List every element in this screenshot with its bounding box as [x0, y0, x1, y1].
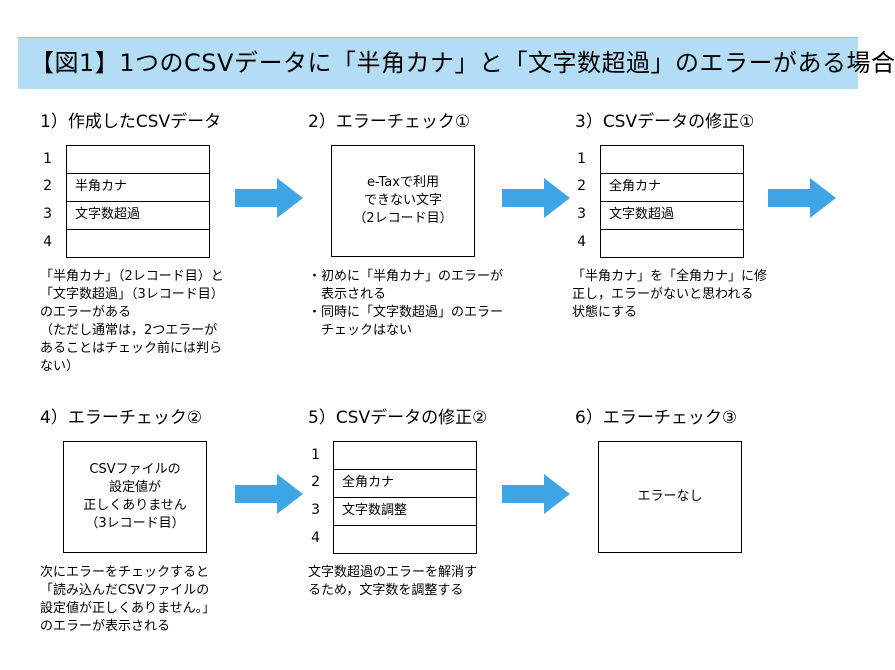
row-number: 1 [577, 151, 586, 167]
step2-error-box: e-Taxで利用 できない文字 （2レコード目） [331, 145, 475, 257]
table-row [601, 146, 743, 174]
row-number: 4 [43, 234, 52, 250]
step1-description: 「半角カナ」（2レコード目）と 「文字数超過」（3レコード目） のエラーがある … [40, 268, 224, 376]
row-number: 1 [311, 447, 320, 463]
table-row [334, 442, 476, 470]
row-number: 3 [311, 502, 320, 518]
table-row: 文字数超過 [601, 202, 743, 230]
cell-text: 半角カナ [75, 179, 128, 194]
step4-description: 次にエラーをチェックすると 「読み込んだCSVファイルの 設定値が正しくありませ… [40, 564, 215, 636]
row-number: 3 [577, 206, 586, 222]
right-arrow-icon [235, 474, 303, 514]
cell-text: 全角カナ [342, 475, 395, 490]
description-line: 正し，エラーがないと思われる [572, 287, 754, 302]
step1-csv-table: 半角カナ 文字数超過 [66, 145, 210, 258]
description-line: チェックはない [308, 323, 413, 338]
step2-title: 2）エラーチェック① [308, 112, 471, 132]
description-line: ない） [40, 359, 80, 374]
table-row: 全角カナ [601, 174, 743, 202]
row-number: 2 [43, 178, 52, 194]
table-row: 文字数超過 [67, 202, 209, 230]
cell-text: 文字数超過 [75, 207, 141, 222]
step3-csv-table: 全角カナ 文字数超過 [600, 145, 744, 258]
description-line: 状態にする [572, 305, 638, 320]
row-number: 1 [43, 151, 52, 167]
box-text: CSVファイルの [89, 462, 181, 477]
row-number: 4 [311, 530, 320, 546]
step6-result-box: エラーなし [598, 441, 742, 553]
right-arrow-icon [502, 474, 570, 514]
description-line: 「半角カナ」（2レコード目）と [40, 269, 224, 284]
row-number: 2 [311, 474, 320, 490]
table-row [601, 230, 743, 257]
table-row [67, 146, 209, 174]
right-arrow-icon [768, 178, 836, 218]
table-row: 全角カナ [334, 470, 476, 498]
box-text: （2レコード目） [353, 211, 453, 226]
table-row: 文字数調整 [334, 498, 476, 526]
figure-title: 【図1】1つのCSVデータに「半角カナ」と「文字数超過」のエラーがある場合 [30, 49, 895, 77]
box-text: e-Taxで利用 [367, 175, 439, 190]
description-line: 設定値が正しくありません。」 [40, 601, 216, 616]
description-line: 「半角カナ」を「全角カナ」に修 [572, 269, 768, 284]
step6-title: 6）エラーチェック③ [575, 408, 738, 428]
description-line: 文字数超過のエラーを解消す [308, 565, 478, 580]
description-line: 表示される [308, 287, 387, 302]
description-line: るため，文字数を調整する [308, 583, 464, 598]
description-line: のエラーがある [40, 305, 132, 320]
box-text: エラーなし [637, 489, 703, 504]
step3-title: 3）CSVデータの修正① [575, 112, 755, 132]
description-line: ・初めに「半角カナ」のエラーが [308, 269, 504, 284]
step4-title: 4）エラーチェック② [40, 408, 203, 428]
description-line: のエラーが表示される [40, 619, 171, 634]
table-row: 半角カナ [67, 174, 209, 202]
row-number: 3 [43, 206, 52, 222]
description-line: ・同時に「文字数超過」のエラー [308, 305, 504, 320]
box-text: 正しくありません [83, 498, 187, 513]
step4-error-box: CSVファイルの 設定値が 正しくありません （3レコード目） [63, 441, 207, 553]
table-row [334, 526, 476, 553]
step5-title: 5）CSVデータの修正② [308, 408, 488, 428]
description-line: 「文字数超過」（3レコード目） [40, 287, 224, 302]
step2-description: ・初めに「半角カナ」のエラーが 表示される ・同時に「文字数超過」のエラー チェ… [308, 268, 503, 340]
cell-text: 文字数超過 [609, 207, 675, 222]
step3-description: 「半角カナ」を「全角カナ」に修 正し，エラーがないと思われる 状態にする [572, 268, 767, 322]
step5-description: 文字数超過のエラーを解消す るため，文字数を調整する [308, 564, 477, 600]
right-arrow-icon [235, 178, 303, 218]
box-text: 設定値が [108, 480, 161, 495]
cell-text: 文字数調整 [342, 503, 408, 518]
step1-title: 1）作成したCSVデータ [40, 112, 222, 132]
table-row [67, 230, 209, 257]
right-arrow-icon [502, 178, 570, 218]
box-text: （3レコード目） [85, 516, 185, 531]
row-number: 2 [577, 178, 586, 194]
row-number: 4 [577, 234, 586, 250]
title-banner: 【図1】1つのCSVデータに「半角カナ」と「文字数超過」のエラーがある場合 [18, 37, 895, 89]
description-line: （ただし通常は，2つエラーが [40, 323, 218, 338]
description-line: 「読み込んだCSVファイルの [40, 583, 210, 598]
step5-csv-table: 全角カナ 文字数調整 [333, 441, 477, 554]
description-line: あることはチェック前には判ら [40, 341, 223, 356]
box-text: できない文字 [363, 193, 442, 208]
description-line: 次にエラーをチェックすると [40, 565, 210, 580]
cell-text: 全角カナ [609, 179, 662, 194]
